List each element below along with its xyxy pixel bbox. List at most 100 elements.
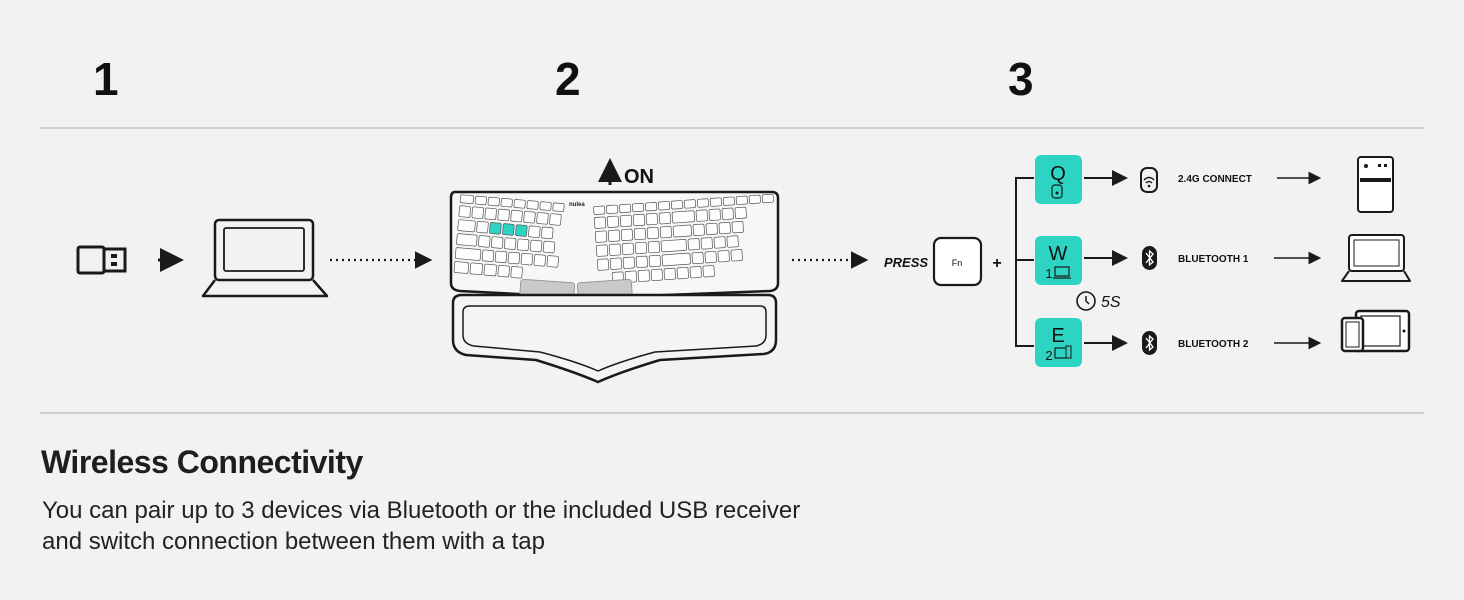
keycap [459,194,474,204]
keycap [510,209,523,223]
bluetooth-2-label: BLUETOOTH 2 [1178,339,1249,350]
keycap [650,268,663,282]
palm-rest [451,293,778,384]
keyboard-left-keys [453,194,565,279]
press-label: PRESS [884,255,928,270]
keycap [607,229,621,242]
keycap [717,250,730,263]
keycap [503,237,517,250]
keycap [474,195,487,206]
keycap [663,267,676,281]
keycap [696,198,709,208]
keycap [510,266,523,279]
keycap [526,200,539,210]
w-key-label: W [1049,243,1068,265]
e-key-label: E [1051,325,1064,347]
keycap [471,206,484,219]
highlighted-keycap [515,224,528,237]
keycap [691,251,704,265]
laptop-mini-icon [1053,266,1071,279]
palm-rest-inner [462,305,767,372]
keycap [594,230,608,243]
keycap [705,222,718,236]
keycap [596,258,610,271]
bluetooth-icon-2 [1142,331,1157,355]
keycap [761,193,774,204]
hold-time-label: 5S [1101,294,1121,311]
keycap [700,237,713,250]
keycap [708,208,721,221]
bluetooth-icon-1 [1142,246,1157,270]
e-key-channel: 2 [1045,348,1052,363]
top-divider [40,127,1424,129]
keycap [529,239,543,253]
timer-icon [1076,291,1096,311]
keycap [676,266,689,280]
keycap [731,221,744,234]
q-key [1035,155,1082,204]
keycap [670,200,684,210]
connect-2.4g-label: 2.4G CONNECT [1178,174,1252,185]
keycap [658,201,671,211]
tablet-mini-icon [1054,345,1072,359]
w-key-channel: 1 [1045,266,1052,281]
keycap [491,236,504,249]
branch-lines [1015,177,1034,347]
keycap [637,269,651,282]
laptop-device-icon [1341,234,1411,282]
keycap [633,227,647,241]
keycap [634,241,648,255]
wireless-receiver-icon [1140,167,1158,193]
keycap [536,212,549,225]
keycap [454,247,482,261]
keycap [516,238,530,251]
keycap [478,235,491,248]
keycap [748,194,761,205]
keycap [648,254,661,268]
w-key [1035,236,1082,285]
highlighted-keycap [502,223,515,236]
keycap [646,226,660,240]
q-key-label: Q [1050,163,1066,185]
step-number-2: 2 [555,53,581,105]
keycap [500,198,513,208]
keycap [632,202,645,213]
keycap [513,199,526,209]
keycap [632,213,646,227]
keycap [645,202,658,212]
keycap [734,206,747,220]
keycap [595,244,609,257]
keycap [487,196,500,207]
keycap [683,199,696,209]
keycap [458,205,471,218]
keycap [549,213,562,226]
keycap [621,242,635,255]
keycap [730,249,743,262]
keycap [542,240,556,254]
plus-sign: + [992,255,1001,272]
keycap [609,257,623,270]
keycap [546,255,559,268]
keycap [497,265,510,278]
keycap [704,250,717,264]
desktop-tower-icon [1357,156,1394,213]
fn-key-label: Fn [952,258,963,268]
keycap [606,215,620,228]
tablet-and-phone-icon [1340,309,1411,353]
keycap [702,265,715,278]
keycap [713,236,726,249]
keycap [659,226,673,239]
keycap [497,208,510,222]
keycap [687,238,700,251]
keycap [541,226,554,240]
switch-on-label: ON [624,166,654,188]
keycap [695,209,708,222]
keycap [647,240,661,254]
keycap [520,252,534,266]
receiver-mini-icon [1051,184,1063,199]
keycap [619,203,632,214]
keycap [593,216,607,229]
keycap [645,212,659,226]
keycap [523,211,536,224]
